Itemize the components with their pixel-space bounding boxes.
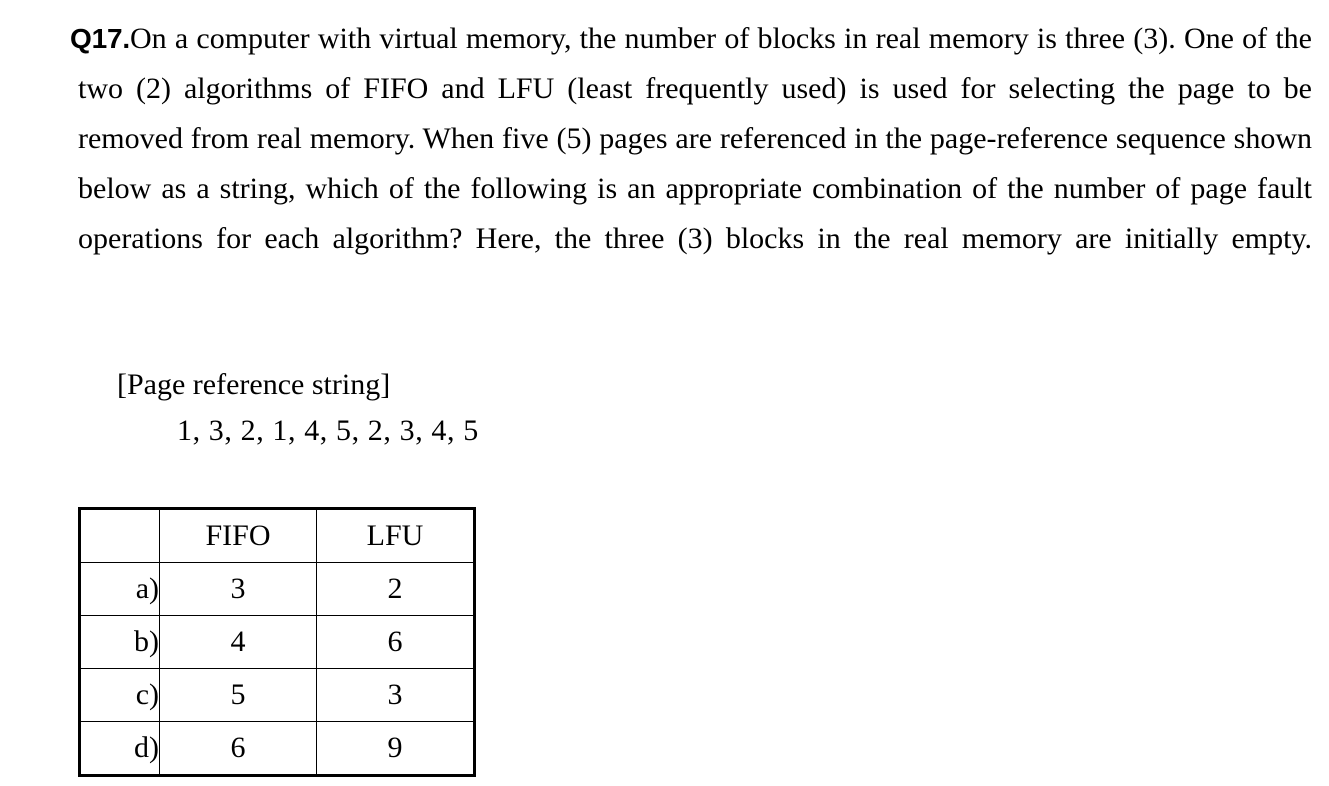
answer-options-table: FIFO LFU a) 3 2 b) 4 6 c) 5 3 bbox=[78, 507, 476, 777]
table-header-row: FIFO LFU bbox=[79, 508, 475, 563]
option-c-lfu-value: 3 bbox=[316, 668, 475, 722]
option-b-lfu-value: 6 bbox=[316, 615, 475, 669]
table-row[interactable]: c) 5 3 bbox=[79, 668, 475, 722]
question-body-text: On a computer with virtual memory, the n… bbox=[78, 22, 1312, 255]
answer-table-wrapper: FIFO LFU a) 3 2 b) 4 6 c) 5 3 bbox=[78, 507, 476, 777]
table-row[interactable]: b) 4 6 bbox=[79, 615, 475, 669]
option-b-fifo-value: 4 bbox=[159, 615, 317, 669]
table-header-lfu: LFU bbox=[316, 508, 475, 563]
option-a-lfu-value: 2 bbox=[316, 562, 475, 616]
question-paragraph: Q17.On a computer with virtual memory, t… bbox=[18, 14, 1312, 314]
option-label-a: a) bbox=[79, 562, 160, 616]
option-c-fifo-value: 5 bbox=[159, 668, 317, 722]
question-block: Q17.On a computer with virtual memory, t… bbox=[18, 14, 1312, 314]
option-label-b: b) bbox=[79, 615, 160, 669]
option-a-fifo-value: 3 bbox=[159, 562, 317, 616]
option-label-d: d) bbox=[79, 721, 160, 776]
option-label-c: c) bbox=[79, 668, 160, 722]
question-number-label: Q17. bbox=[70, 23, 130, 54]
page-reference-string: 1, 3, 2, 1, 4, 5, 2, 3, 4, 5 bbox=[177, 414, 479, 447]
table-row[interactable]: a) 3 2 bbox=[79, 562, 475, 616]
option-d-lfu-value: 9 bbox=[316, 721, 475, 776]
option-d-fifo-value: 6 bbox=[159, 721, 317, 776]
page-reference-heading: [Page reference string] bbox=[117, 368, 391, 401]
table-corner-cell bbox=[79, 508, 160, 563]
page-reference-section: [Page reference string] 1, 3, 2, 1, 4, 5… bbox=[117, 362, 817, 454]
table-row[interactable]: d) 6 9 bbox=[79, 721, 475, 776]
table-header-fifo: FIFO bbox=[159, 508, 317, 563]
